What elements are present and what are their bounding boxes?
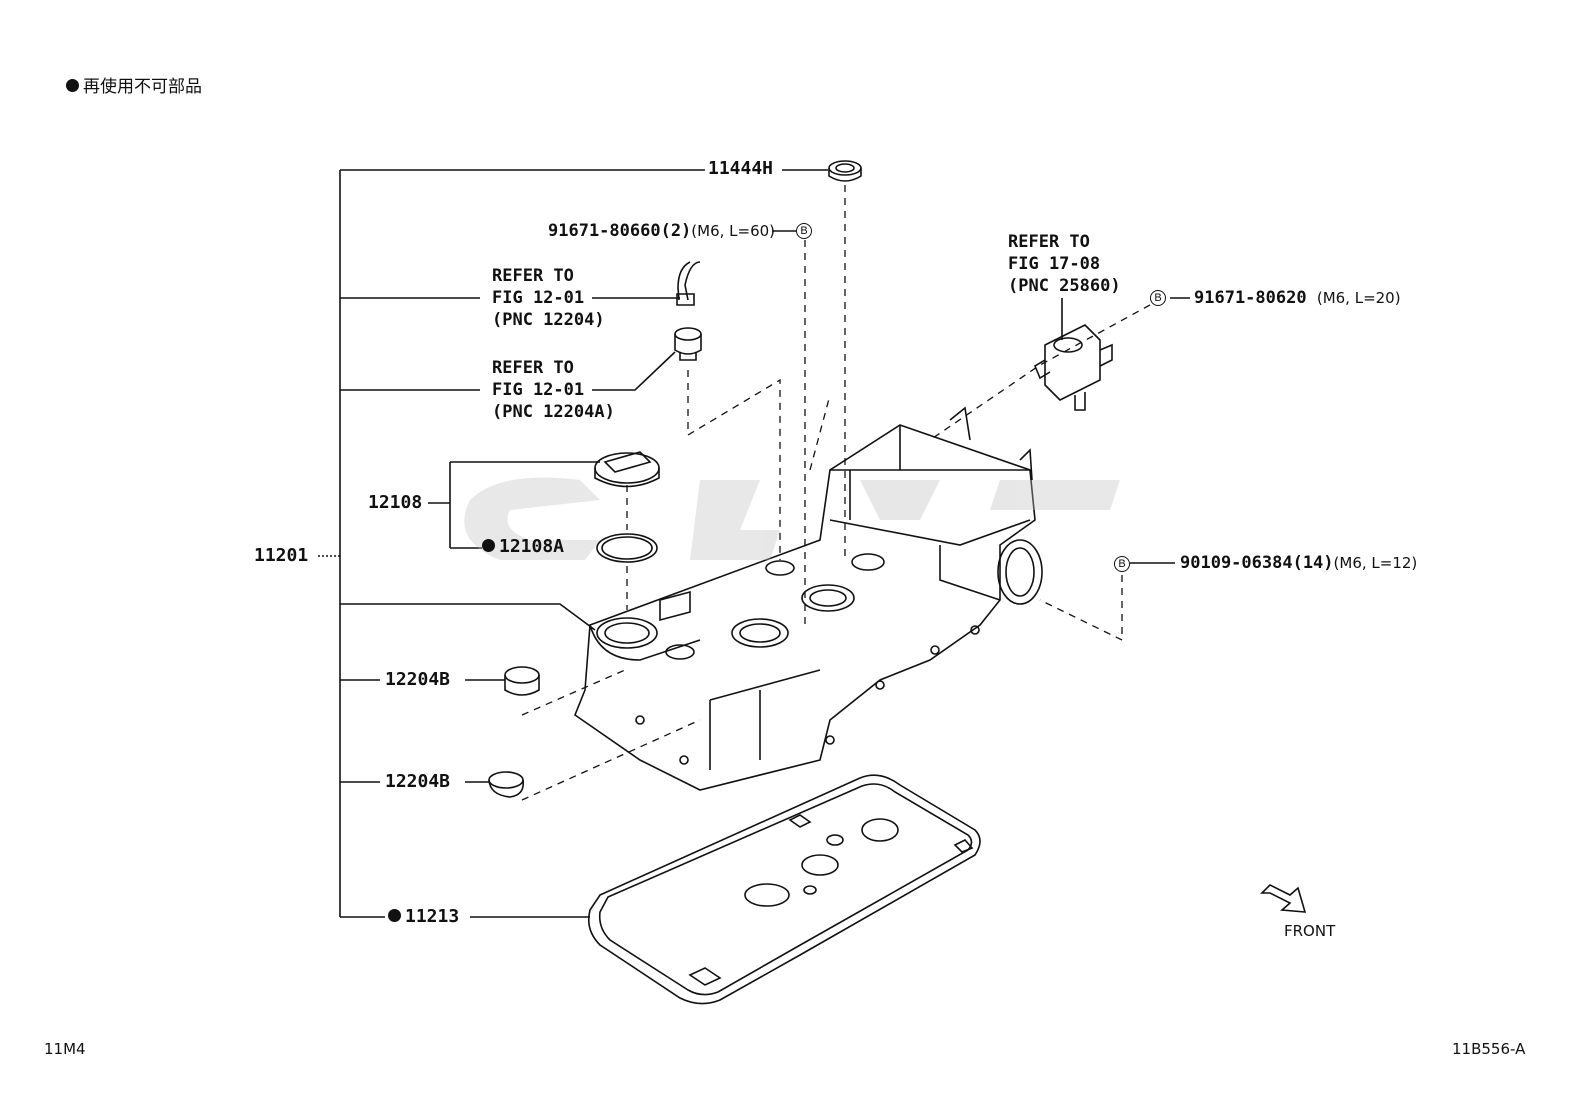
part-number: 91671-80620 xyxy=(1194,288,1307,308)
refer-line: FIG 12-01 xyxy=(492,380,585,400)
legend: 再使用不可部品 xyxy=(66,76,202,98)
label-11213: 11213 xyxy=(388,906,459,928)
head-cover-outline xyxy=(574,424,1036,791)
footer-right-code: 11B556-A xyxy=(1452,1040,1526,1058)
part-number: 91671-80660(2) xyxy=(548,221,692,241)
refer-label-25860: REFER TO FIG 17-08 (PNC 25860) xyxy=(1008,231,1121,297)
front-label: FRONT xyxy=(1284,922,1336,940)
refer-line: (PNC 25860) xyxy=(1008,276,1121,296)
label-91671-80620: 91671-80620 (M6, L=20) xyxy=(1194,287,1401,309)
label-12108A: 12108A xyxy=(482,536,564,558)
bolt-mark-icon: B xyxy=(1114,556,1130,572)
label-12108: 12108 xyxy=(368,492,423,513)
bullet-icon xyxy=(482,538,495,552)
part-number: 11213 xyxy=(405,906,460,927)
refer-line: (PNC 12204) xyxy=(492,310,605,330)
label-12204B-lower: 12204B xyxy=(385,771,451,792)
spec: (M6, L=12) xyxy=(1333,554,1418,572)
label-11444H: 11444H xyxy=(708,158,774,179)
refer-line: FIG 12-01 xyxy=(492,288,585,308)
bullet-icon xyxy=(388,908,401,922)
label-12204B-upper: 12204B xyxy=(385,669,451,690)
refer-line: FIG 17-08 xyxy=(1008,254,1101,274)
legend-text: 再使用不可部品 xyxy=(83,77,202,97)
refer-line: REFER TO xyxy=(1008,232,1090,252)
refer-line: REFER TO xyxy=(492,266,574,286)
label-90109-06384: 90109-06384(14)(M6, L=12) xyxy=(1180,552,1417,574)
label-11201: 11201 xyxy=(254,545,309,566)
bolt-mark-icon: B xyxy=(1150,290,1166,306)
refer-line: REFER TO xyxy=(492,358,574,378)
bullet-icon xyxy=(66,78,79,92)
refer-line: (PNC 12204A) xyxy=(492,402,615,422)
refer-label-12204: REFER TO FIG 12-01 (PNC 12204) xyxy=(492,265,605,331)
front-arrow xyxy=(1260,884,1307,913)
spec: (M6, L=60) xyxy=(691,222,776,240)
refer-label-12204A: REFER TO FIG 12-01 (PNC 12204A) xyxy=(492,357,615,423)
bolt-mark-icon: B xyxy=(796,223,812,239)
part-number: 12108A xyxy=(499,536,565,557)
label-91671-80660: 91671-80660(2)(M6, L=60) xyxy=(548,220,775,242)
gasket-outline xyxy=(587,774,981,1005)
part-number: 90109-06384(14) xyxy=(1180,553,1334,573)
footer-left-code: 11M4 xyxy=(44,1040,86,1058)
spec: (M6, L=20) xyxy=(1316,289,1401,307)
